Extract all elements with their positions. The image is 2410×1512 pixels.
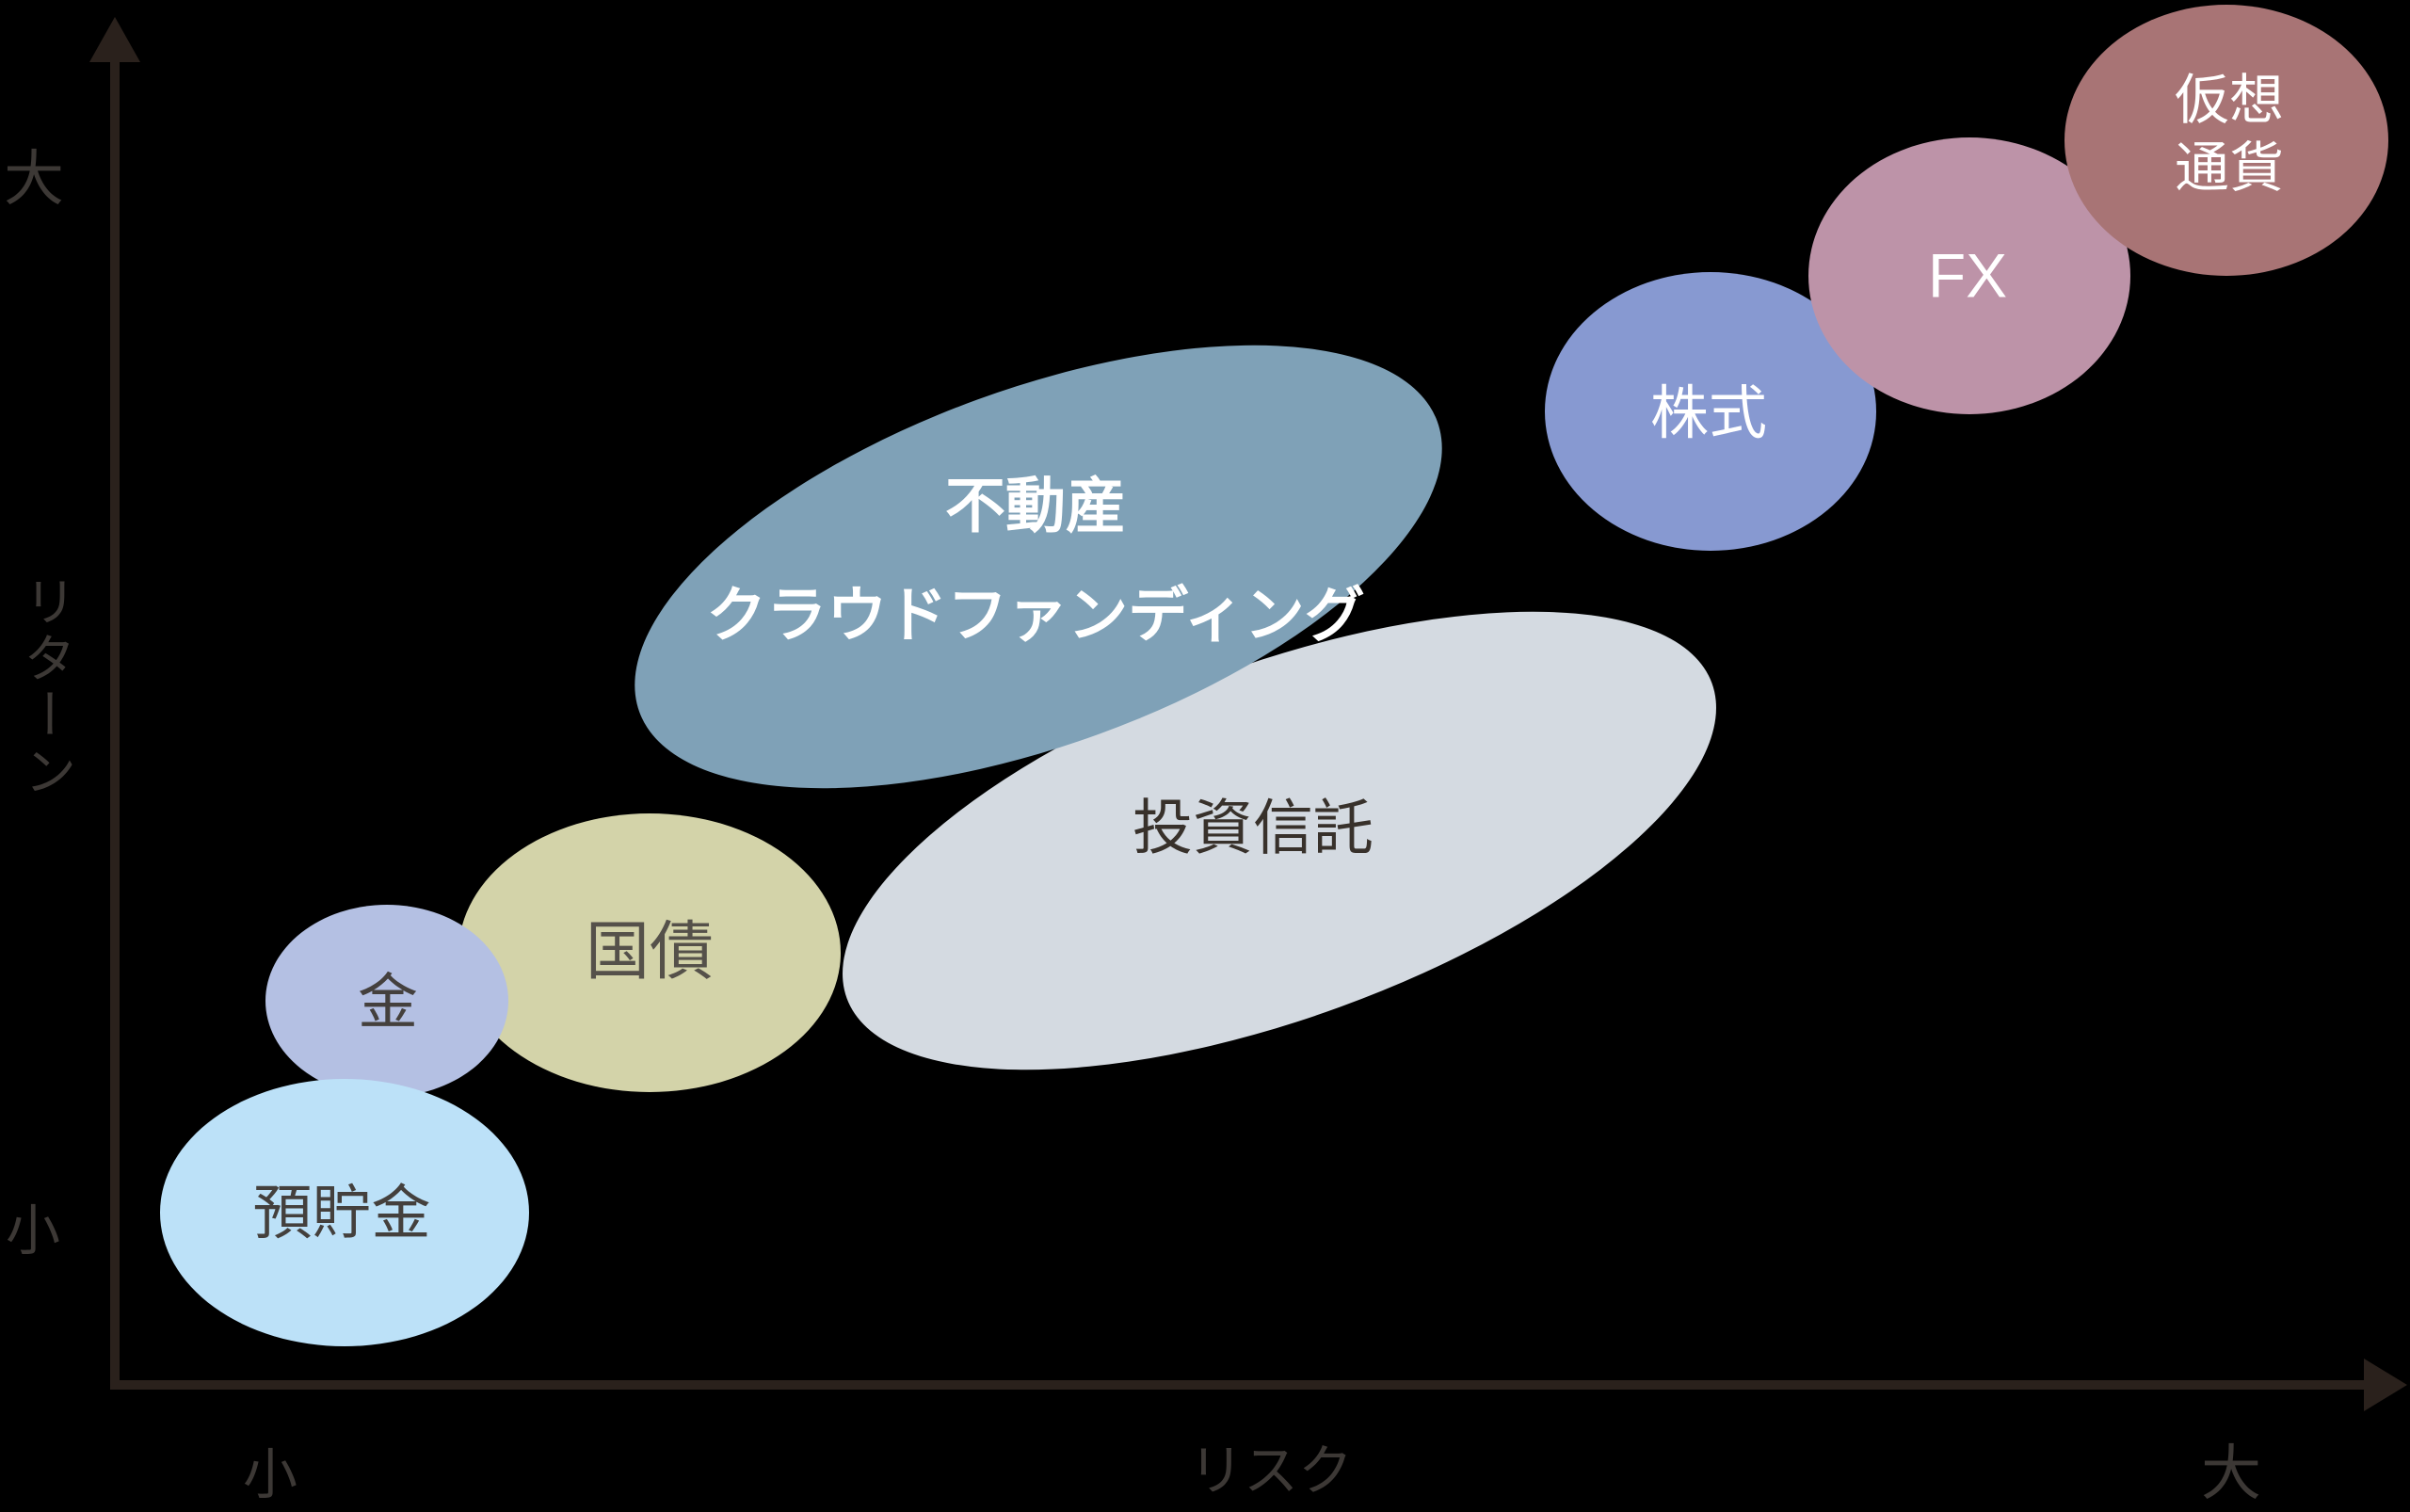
x-axis-max-label: 大: [2201, 1440, 2261, 1507]
bubble-crypto: [2065, 5, 2388, 276]
bubble-label-line: 不動産: [945, 472, 1126, 540]
bubble-label-fx: FX: [1928, 238, 2007, 313]
bubble-label-deposits: 預貯金: [253, 1179, 431, 1250]
bubble-label-government-bonds: 国債: [586, 914, 714, 991]
x-axis-line: [110, 1380, 2370, 1390]
bubble-government-bonds: [458, 813, 841, 1092]
y-axis-arrow-icon: [89, 17, 140, 62]
bubble-label-line: 金: [358, 968, 418, 1037]
x-axis-min-label: 小: [242, 1444, 298, 1505]
bubble-label-line: 通貨: [2174, 137, 2285, 199]
x-axis-arrow-icon: [2364, 1359, 2407, 1411]
bubble-label-line: 仮想: [2174, 70, 2285, 132]
bubble-label-real-estate-crowdfunding: 不動産クラウドファンディング: [706, 452, 1365, 671]
y-axis-min-label: 小: [5, 1200, 61, 1262]
bubble-label-crypto: 仮想通貨: [2175, 67, 2284, 202]
y-axis-max-label: 大: [4, 145, 64, 213]
y-axis-title: リターン: [17, 574, 76, 800]
bubble-label-investment-trust: 投資信託: [1133, 793, 1374, 865]
x-axis-title: リスク: [1188, 1440, 1354, 1502]
bubble-label-stocks: 株式: [1650, 379, 1767, 449]
bubble-label-line: 国債: [585, 916, 715, 989]
bubble-gold: [265, 905, 508, 1097]
bubble-label-line: 投資信託: [1133, 794, 1374, 862]
y-axis-line: [110, 38, 120, 1390]
bubble-label-line: クラウドファンディング: [706, 582, 1365, 650]
bubble-label-line: 株式: [1649, 380, 1768, 446]
bubble-deposits: [160, 1079, 529, 1346]
bubble-label-gold: 金: [358, 967, 418, 1039]
bubble-label-line: FX: [1927, 240, 2008, 311]
bubble-label-line: 預貯金: [252, 1181, 431, 1247]
